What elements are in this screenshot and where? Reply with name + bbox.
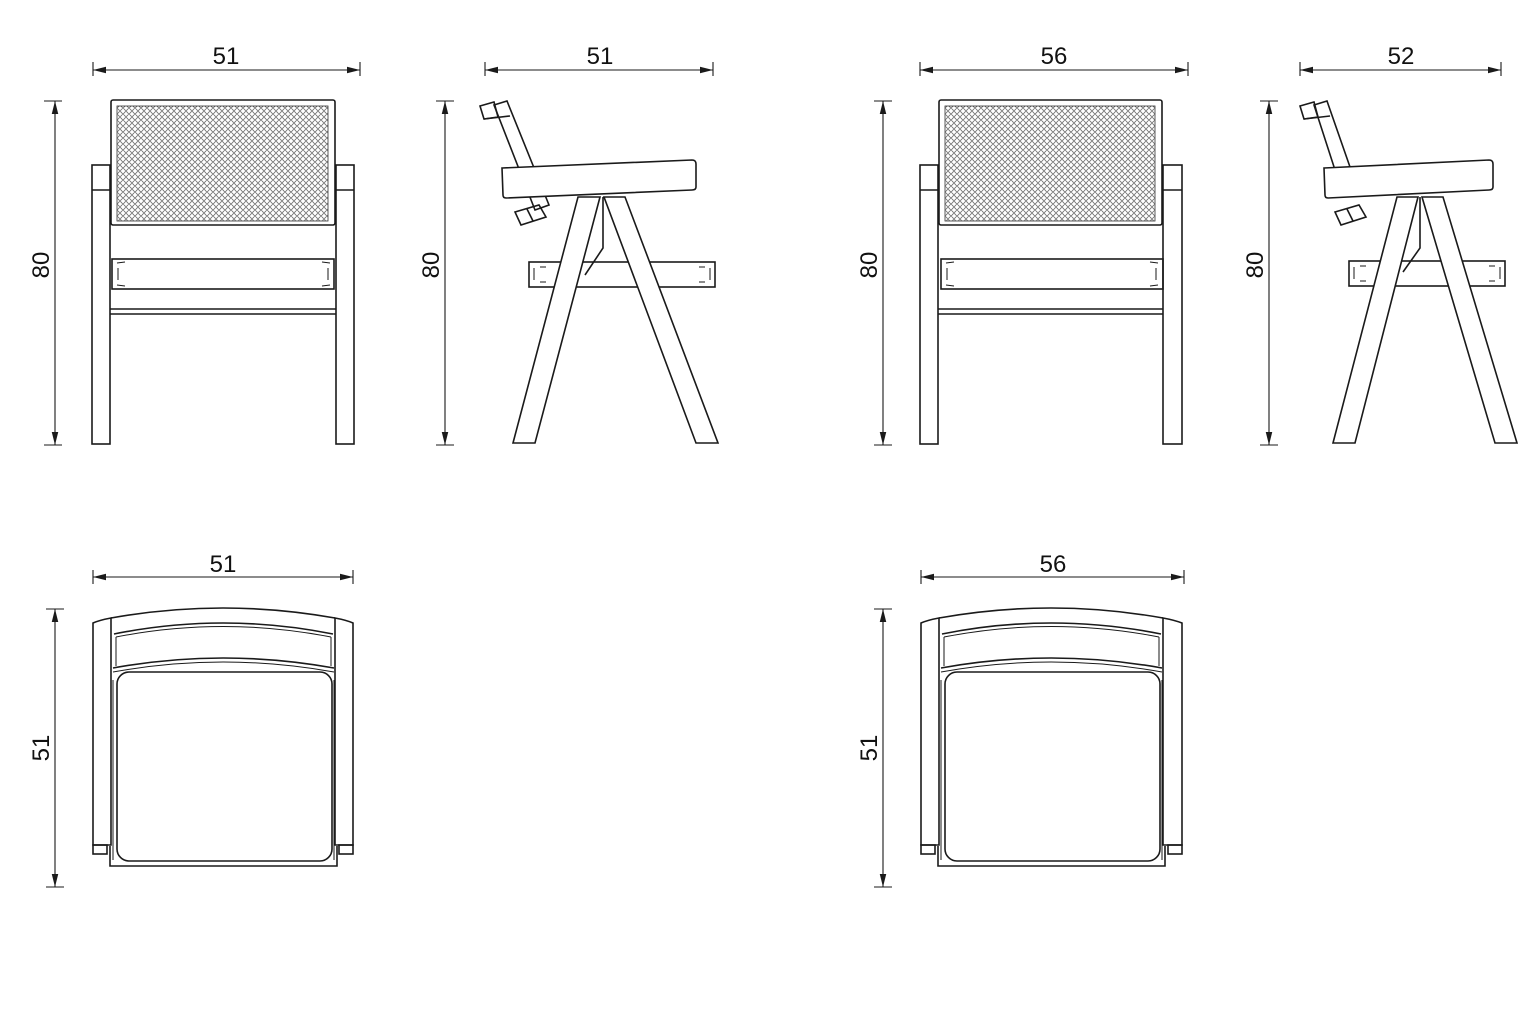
height-label: 80 xyxy=(28,252,55,279)
chair-a-side-view: 51 80 xyxy=(418,43,720,446)
height-label: 80 xyxy=(1242,252,1269,279)
depth-dimension: 52 xyxy=(1299,43,1502,76)
depth-dimension: 51 xyxy=(484,43,714,76)
chair-b-side-view: 52 80 xyxy=(1242,43,1519,446)
chair-b-top-view: 56 51 xyxy=(856,551,1185,888)
depth-dimension: 51 xyxy=(28,608,64,888)
width-label: 51 xyxy=(213,43,240,70)
chair-b-front-view: 56 80 xyxy=(856,43,1189,446)
height-dimension: 80 xyxy=(1242,100,1278,446)
chair-a-front-view: 51 80 xyxy=(28,43,361,446)
depth-label: 52 xyxy=(1388,43,1415,70)
width-label: 56 xyxy=(1041,43,1068,70)
depth-dimension: 51 xyxy=(856,608,892,888)
height-label: 80 xyxy=(856,252,883,279)
chair-a-top-view: 51 51 xyxy=(28,551,354,888)
width-dimension: 56 xyxy=(920,551,1185,584)
height-dimension: 80 xyxy=(418,100,454,446)
depth-label: 51 xyxy=(856,735,883,762)
depth-label: 51 xyxy=(28,735,55,762)
width-label: 56 xyxy=(1040,551,1067,578)
width-dimension: 51 xyxy=(92,43,361,76)
width-dimension: 56 xyxy=(919,43,1189,76)
height-dimension: 80 xyxy=(856,100,892,446)
width-dimension: 51 xyxy=(92,551,354,584)
depth-label: 51 xyxy=(587,43,614,70)
height-dimension: 80 xyxy=(28,100,62,446)
height-label: 80 xyxy=(418,252,445,279)
width-label: 51 xyxy=(210,551,237,578)
